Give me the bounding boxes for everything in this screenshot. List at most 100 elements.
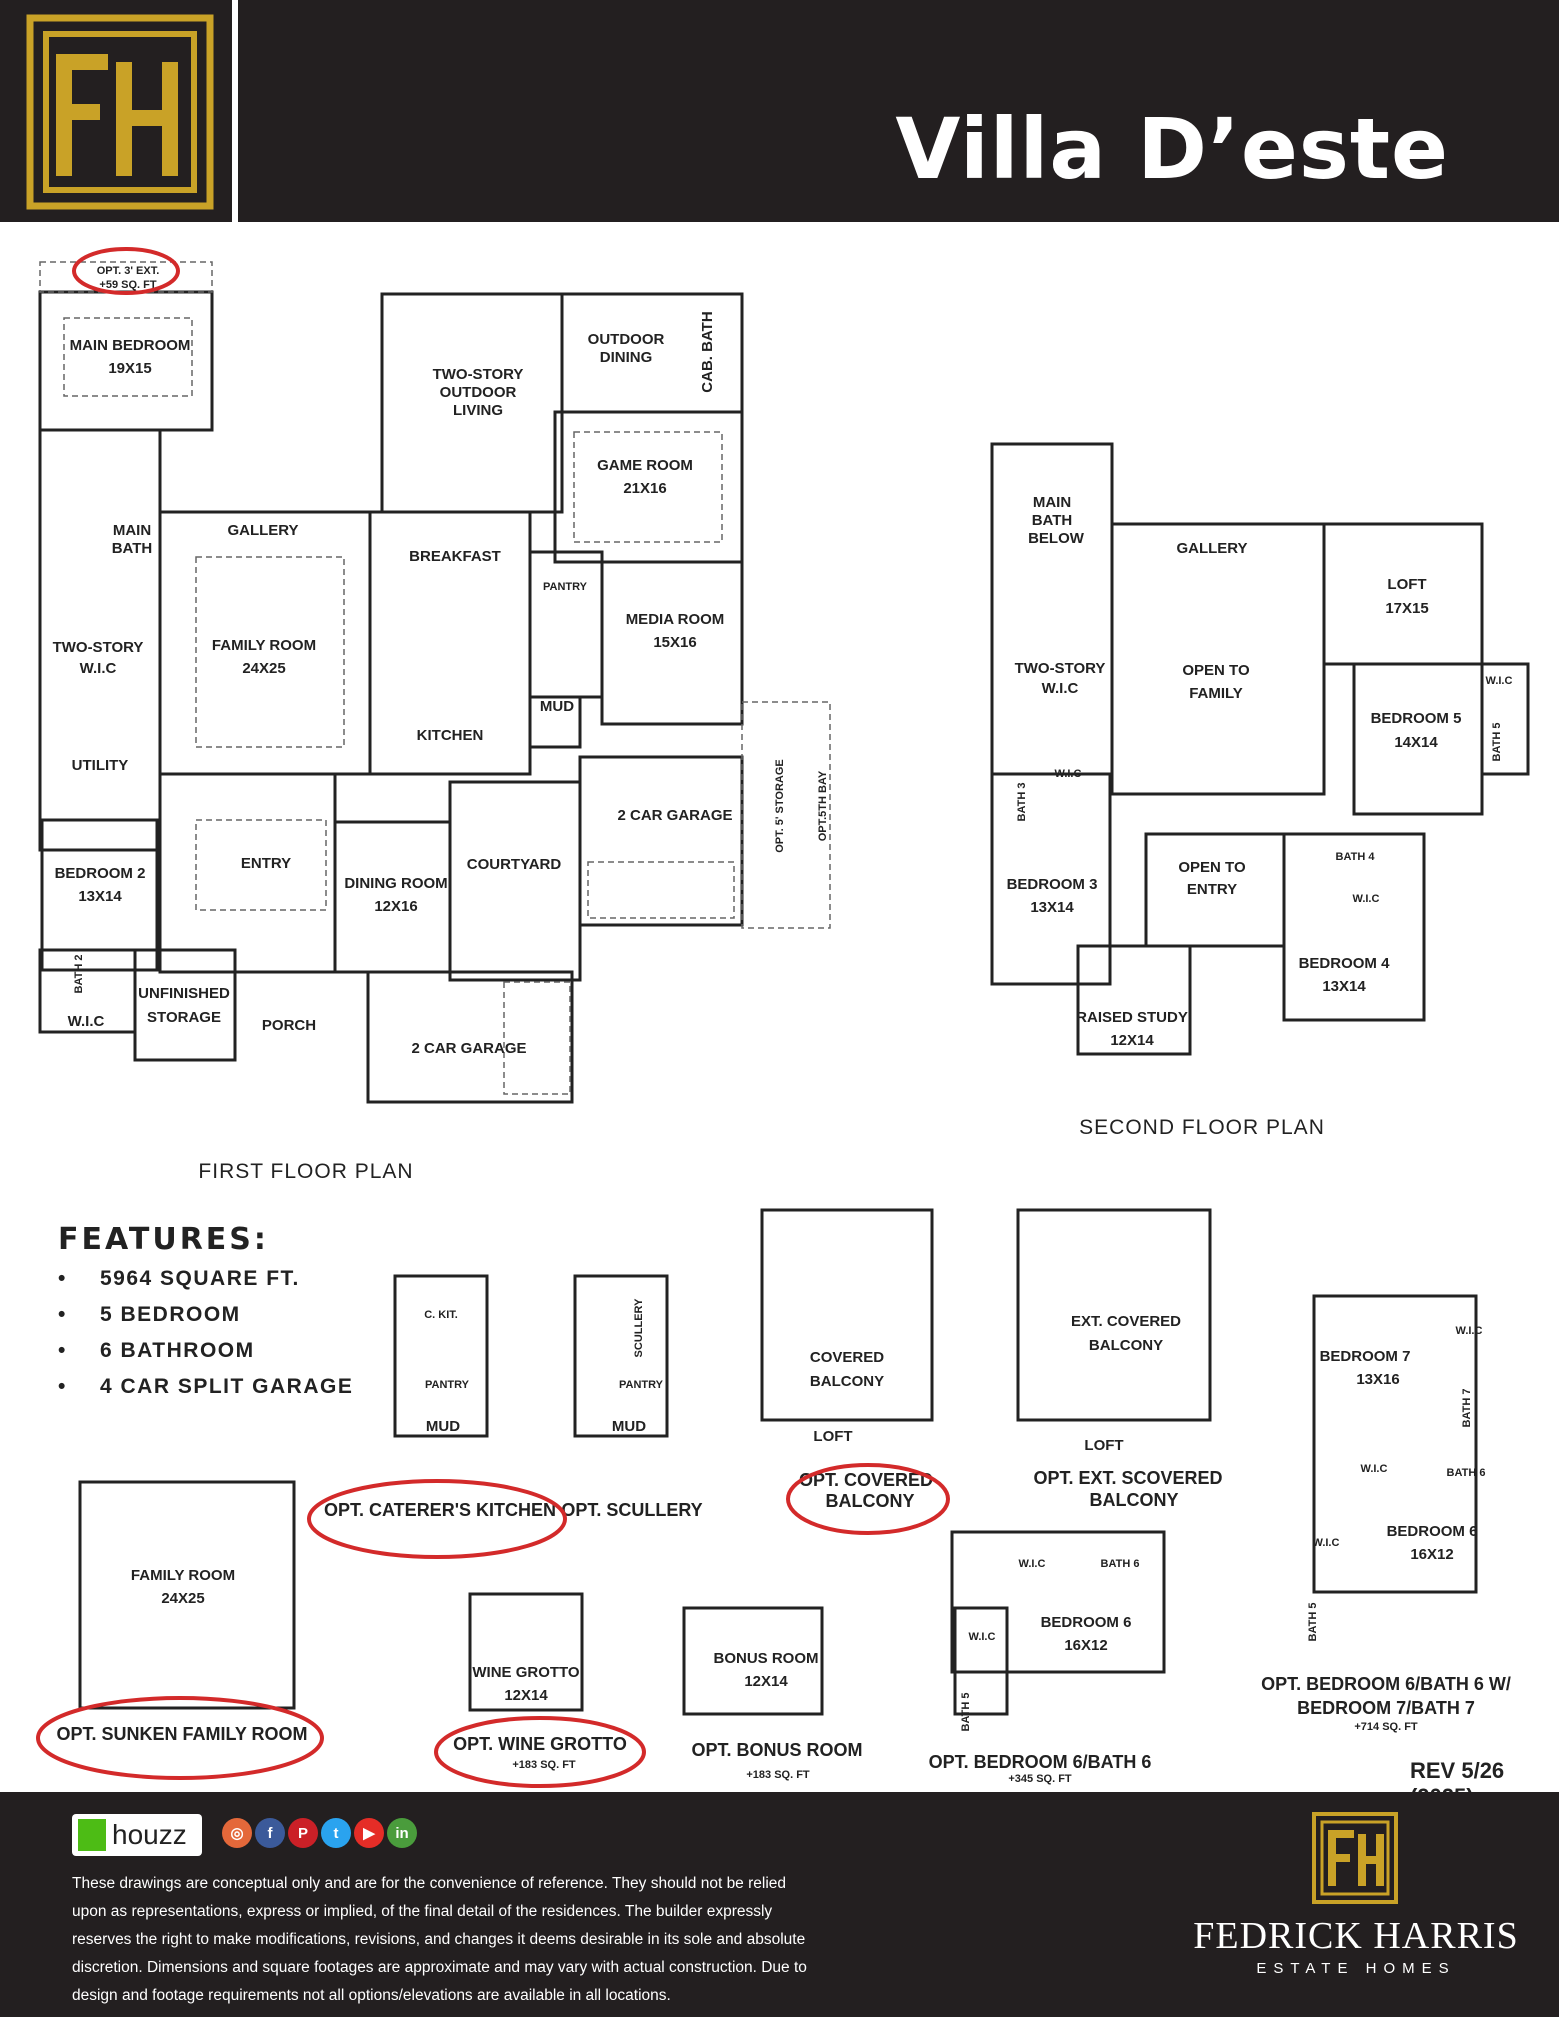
page-title: Villa D’este [895,100,1449,198]
opt-wine-caption: OPT. WINE GROTTO [453,1734,627,1754]
wall-garage-a [578,755,744,927]
fh-logo-icon-footer [1312,1812,1398,1904]
wall-bath2 [38,948,137,1034]
annotation-oval-sunken [36,1696,324,1780]
room-bedroom2: BEDROOM 2 [55,865,146,882]
room-courtyard: COURTYARD [467,856,562,873]
opt-caterers-pantry: PANTRY [425,1379,470,1391]
feature-text: 6 BATHROOM [100,1339,255,1362]
opt-scullery-pantry: PANTRY [619,1379,664,1391]
first-floor-caption: FIRST FLOOR PLAN [198,1160,413,1183]
social-links: ◎ f P t ▶ in [222,1818,417,1848]
room2-open-family-l1: OPEN TO [1182,662,1250,679]
room2-raised-study-size: 12X14 [1110,1032,1154,1049]
footer: houzz ◎ f P t ▶ in These drawings are co… [0,1792,1559,2017]
opt-caterers-mud: MUD [426,1418,460,1435]
opt-scullery-scullery: SCULLERY [633,1298,645,1358]
annotation-oval-wine [434,1716,646,1788]
opt-bed6-sqft: +345 SQ. FT [1008,1773,1072,1785]
room-bedroom2-size: 13X14 [78,888,122,905]
instagram-icon[interactable]: ◎ [222,1818,252,1848]
opt-bed6-size: 16X12 [1064,1637,1107,1654]
opt-ext-l1: EXT. COVERED [1071,1313,1181,1330]
opt-sunken-room: FAMILY ROOM [131,1567,235,1584]
room-main-bath-l2: BATH [112,540,153,557]
opt-bed67-caption-1: OPT. BEDROOM 6/BATH 6 W/ [1261,1674,1511,1694]
fh-logo-icon [26,14,214,210]
opt-sunken-size: 24X25 [161,1590,204,1607]
opt-bed7: BEDROOM 7 [1320,1348,1411,1365]
houzz-link[interactable]: houzz [72,1814,202,1856]
room-game-room: GAME ROOM [597,457,693,474]
header-bar: Villa D’este [0,0,1559,222]
opt-wine-room: WINE GROTTO [472,1664,580,1681]
room-bath2: BATH 2 [73,955,85,994]
room2-bedroom3-size: 13X14 [1030,899,1074,916]
annotation-oval-caterers [307,1479,567,1559]
room2-bedroom4: BEDROOM 4 [1299,955,1391,972]
room2-loft-size: 17X15 [1385,600,1428,617]
facebook-icon[interactable]: f [255,1818,285,1848]
opt-ext-caption-1: OPT. EXT. SCOVERED [1033,1468,1222,1488]
room2-main-bath-below-l1: MAIN [1033,494,1071,511]
opt-bed67-bath7: BATH 7 [1461,1389,1473,1428]
room-breakfast: BREAKFAST [409,548,501,565]
room2-two-story-wic-l1: TWO-STORY [1015,660,1106,677]
wall-bedroom2 [40,818,159,972]
room2-bedroom3: BEDROOM 3 [1007,876,1098,893]
room2-bath3: BATH 3 [1016,783,1028,822]
room-family-room-size: 24X25 [242,660,285,677]
room-wic: W.I.C [68,1013,105,1030]
opt-bed6-room: BEDROOM 6 [1041,1614,1132,1631]
annotation-oval-covered-balcony [786,1463,950,1535]
room-unfinished-l1: UNFINISHED [138,985,230,1002]
disclaimer-text: These drawings are conceptual only and a… [72,1875,807,2004]
youtube-icon[interactable]: ▶ [354,1818,384,1848]
opt-ext-label: OPT. 3' EXT. [97,265,160,277]
opt-wine-sqft: +183 SQ. FT [512,1759,576,1771]
opt-bed67-wic-a: W.I.C [1456,1325,1483,1337]
opt-bed67-bed6-size: 16X12 [1410,1546,1453,1563]
wall-storage [133,948,237,1062]
room-garage-b: 2 CAR GARAGE [411,1040,526,1057]
wall-dining [333,820,452,974]
opt-ext-sqft: +59 SQ. FT [99,279,156,291]
room-game-room-size: 21X16 [623,480,666,497]
room2-raised-study: RAISED STUDY [1076,1009,1188,1026]
opt-scullery-caption: OPT. SCULLERY [561,1500,702,1520]
annotation-oval-opt-ext [72,247,180,295]
room2-bedroom4-size: 13X14 [1322,978,1366,995]
room2-bedroom5-size: 14X14 [1394,734,1438,751]
feature-text: 5 BEDROOM [100,1303,241,1326]
room2-main-bath-below-l2: BATH [1032,512,1073,529]
brand-logo [0,0,238,222]
room-two-story-wic-l2: W.I.C [80,660,117,677]
wall-mud [528,695,582,749]
room-family-room: FAMILY ROOM [212,637,316,654]
opt-bed6-bath5: BATH 5 [960,1693,972,1732]
room-garage-a: 2 CAR GARAGE [617,807,732,824]
room2-gallery: GALLERY [1176,540,1247,557]
opt-scullery-mud: MUD [612,1418,646,1435]
twitter-icon[interactable]: t [321,1818,351,1848]
room-porch: PORCH [262,1017,316,1034]
room-cab-bath: CAB. BATH [699,311,716,392]
opt-ext-loft: LOFT [1084,1437,1123,1454]
opt-bed67-wic-b: W.I.C [1361,1463,1388,1475]
opt-ext-caption-2: BALCONY [1090,1490,1179,1510]
room-pantry: PANTRY [543,581,588,593]
room-unfinished-l2: STORAGE [147,1009,221,1026]
room-kitchen: KITCHEN [417,727,484,744]
room2-bath4: BATH 4 [1336,851,1376,863]
feature-item: •6 BATHROOM [58,1339,255,1362]
pinterest-icon[interactable]: P [288,1818,318,1848]
features-heading: FEATURES: [58,1222,269,1257]
opt-bonus-size: 12X14 [744,1673,788,1690]
brand-name: FEDRICK HARRIS [1193,1915,1519,1957]
wall-entry [158,772,337,974]
linkedin-icon[interactable]: in [387,1818,417,1848]
opt-bonus-room: BONUS ROOM [714,1650,819,1667]
opt-covered-caption-1: OPT. COVERED [799,1470,933,1490]
room-opt-storage: OPT. 5' STORAGE [774,759,786,853]
feature-text: 5964 SQUARE FT. [100,1267,300,1290]
